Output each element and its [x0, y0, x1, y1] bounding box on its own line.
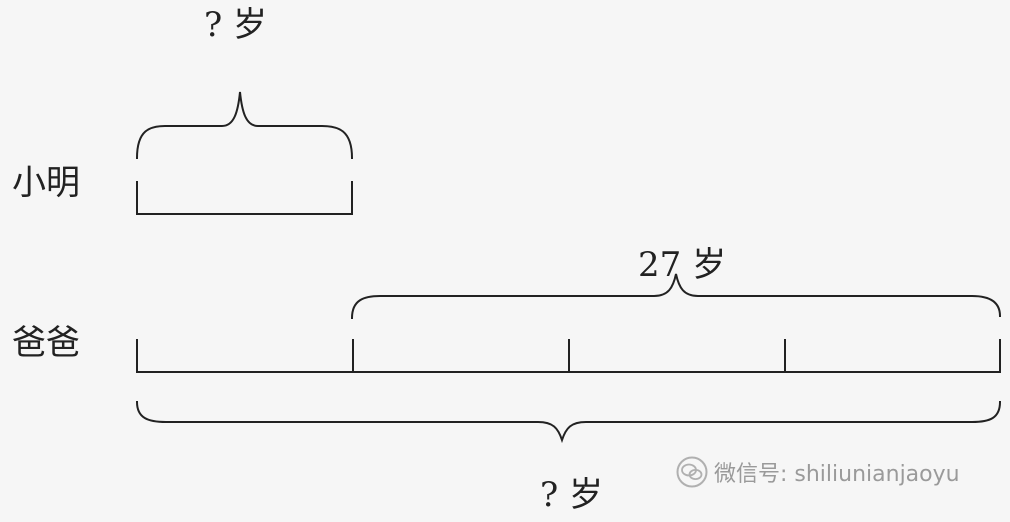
difference-brace — [350, 273, 1002, 320]
baba-total-brace — [135, 400, 1002, 444]
xiaoming-segment — [136, 181, 353, 215]
watermark: 微信号: shiliunianjaoyu — [676, 456, 960, 488]
baba-total-age-label: ? 岁 — [540, 475, 604, 515]
xiaoming-age-brace — [135, 91, 354, 160]
xiaoming-age-label: ? 岁 — [204, 5, 268, 45]
wechat-icon — [676, 456, 708, 488]
difference-age-label: 27 岁 — [638, 245, 727, 285]
watermark-text: 微信号: shiliunianjaoyu — [714, 462, 960, 487]
baba-row-label: 爸爸 — [12, 323, 80, 363]
xiaoming-row-label: 小明 — [12, 163, 80, 203]
